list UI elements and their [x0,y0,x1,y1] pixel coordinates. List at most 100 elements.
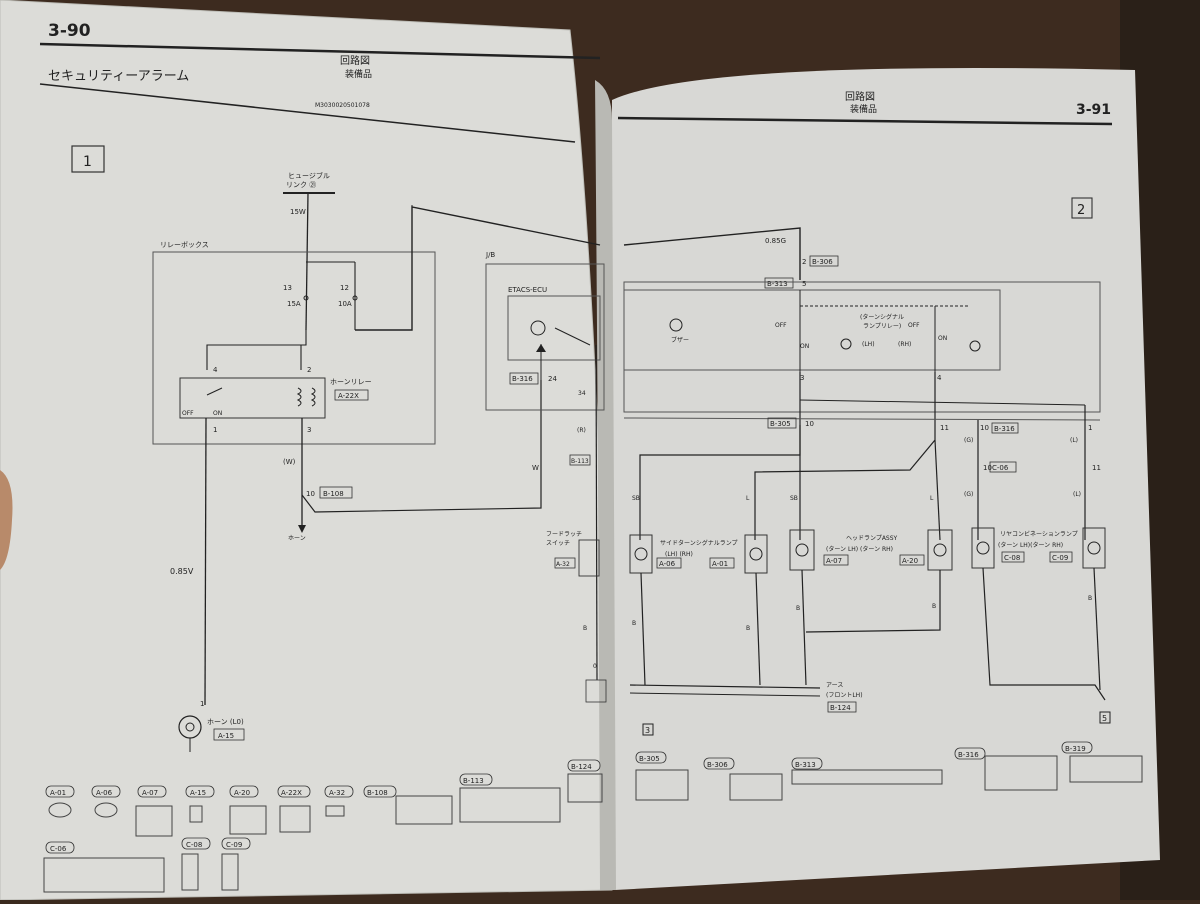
etacs-label: ETACS-ECU [508,286,547,294]
pin-b: (R) [577,427,586,434]
pin-a: 34 [578,390,586,397]
horn-pin: 1 [200,700,204,708]
turn-relay-label: (ターンシグナル [860,313,904,321]
left-header: 回路図 [340,54,370,67]
hood-switch-label: フードラッチ [546,531,582,538]
conn-b316: B-316 [958,751,979,759]
wire-w: (W) [283,458,296,466]
jb-label: J/B [485,251,495,259]
pin-2-right: 2 [802,258,806,266]
wire-085: 0.85G [765,237,786,245]
conn-b305: B-305 [639,755,660,763]
wire-b-5: B [1088,595,1092,602]
c08-code: C-08 [1004,554,1020,562]
left-subheader: 装備品 [345,68,372,80]
earth-label: アース [826,682,843,689]
left-code: M3030020501078 [315,102,370,109]
conn-b124: B-124 [571,763,592,771]
ground-block [585,679,607,703]
horn-label: ホーン (L0) [207,718,244,726]
headlamp-label: ヘッドランプASSY [846,535,898,542]
relay-on-right-2: ON [938,335,947,342]
b306-code: B-306 [812,258,833,266]
section-number-2: 2 [1077,203,1085,218]
wire-l-1: L [746,495,750,502]
conn-c08: C-08 [186,841,202,849]
section-box-2 [1071,197,1093,219]
hood-switch-label-2: スイッチ [546,540,570,547]
right-page-content: 回路図 装備品 3-91 2 0.85G 2 B-306 B-313 5 ブザー… [617,90,1143,801]
relay-box-label: リレーボックス [160,241,209,249]
fuse13-amp: 15A [287,300,301,308]
relay-pin4: 4 [213,366,218,374]
b316-code-right: B-316 [994,425,1015,433]
etacs-ecu [507,295,601,361]
pin-11-right: 11 [940,424,949,432]
right-header: 回路図 [845,90,875,103]
wire-l-4: (L) [1073,491,1081,498]
wire-085v: 0.85V [170,567,194,576]
wire-l-3: (L) [1070,437,1078,444]
buzzer-label: ブザー [671,336,689,344]
hood-switch [578,539,600,577]
turn-relay-label-2: ランプリレー) [863,323,901,330]
gutter [595,80,616,890]
wire-b-left: B [583,625,587,632]
b305-code: B-305 [770,420,791,428]
wire-g-2: (G) [964,491,973,498]
fuse12-amp: 10A [338,300,352,308]
ground-label: ホーン [288,535,306,542]
fuse12-label: 12 [340,284,349,292]
headlamp-lr: (ターン LH) (ターン RH) [826,545,893,553]
pin-11-c06: 11 [1092,464,1101,472]
relay-on: ON [213,410,222,417]
side-lamp-label: サイドターンシグナルランプ [660,539,738,547]
pin-4-right: 4 [937,374,942,382]
conn-a01: A-01 [50,789,66,797]
connector-legend-left: A-01 A-06 A-07 A-15 A-20 A-22X A-32 B-10… [43,759,603,893]
a32-code: A-32 [556,561,570,568]
wire-b-4: B [932,603,936,610]
conn-b108: B-108 [367,789,388,797]
a06-code: A-06 [659,560,676,568]
conn-b313: B-313 [795,761,816,769]
a20-code: A-20 [902,557,918,565]
turn-relay-rh: (RH) [898,341,911,348]
page-ref-5: 5 [1102,714,1107,723]
conn-a07: A-07 [142,789,158,797]
c09-code: C-09 [1052,554,1068,562]
horn-relay-code: A-22X [338,392,359,400]
pin-10-c06: 10 [983,464,992,472]
a07-code: A-07 [826,557,842,565]
pin-3-right: 3 [800,374,804,382]
relay-pin3: 3 [307,426,311,434]
wire-b-1: B [632,620,636,627]
wire-b-2: B [746,625,750,632]
pin-5-right: 5 [802,280,806,288]
left-page-number: 3-90 [48,21,91,41]
side-lamp-lr: (LH) (RH) [665,551,693,558]
b305-pin: 10 [805,420,814,428]
section-box-1 [71,145,105,173]
section-number-1: 1 [83,154,92,170]
relay-box-right [623,289,1001,371]
page-ref-3: 3 [645,726,650,735]
wire-g-1: (G) [964,437,973,444]
b124-code: B-124 [830,704,851,712]
b108-code: B-108 [323,490,344,498]
b313-code: B-313 [767,280,788,288]
wire-sb-2: SB [790,495,798,502]
conn-a32: A-32 [329,789,345,797]
right-page [611,68,1160,890]
wire-w2: W [532,464,539,472]
thumb [0,470,13,570]
left-title: セキュリティーアラーム [48,69,189,84]
left-page-content: 3-90 回路図 装備品 セキュリティーアラーム M3030020501078 … [39,21,607,893]
b113-code: B-113 [571,458,589,465]
conn-a20: A-20 [234,789,250,797]
relay-pin2: 2 [307,366,311,374]
conn-a15: A-15 [190,789,206,797]
conn-b319: B-319 [1065,745,1086,753]
